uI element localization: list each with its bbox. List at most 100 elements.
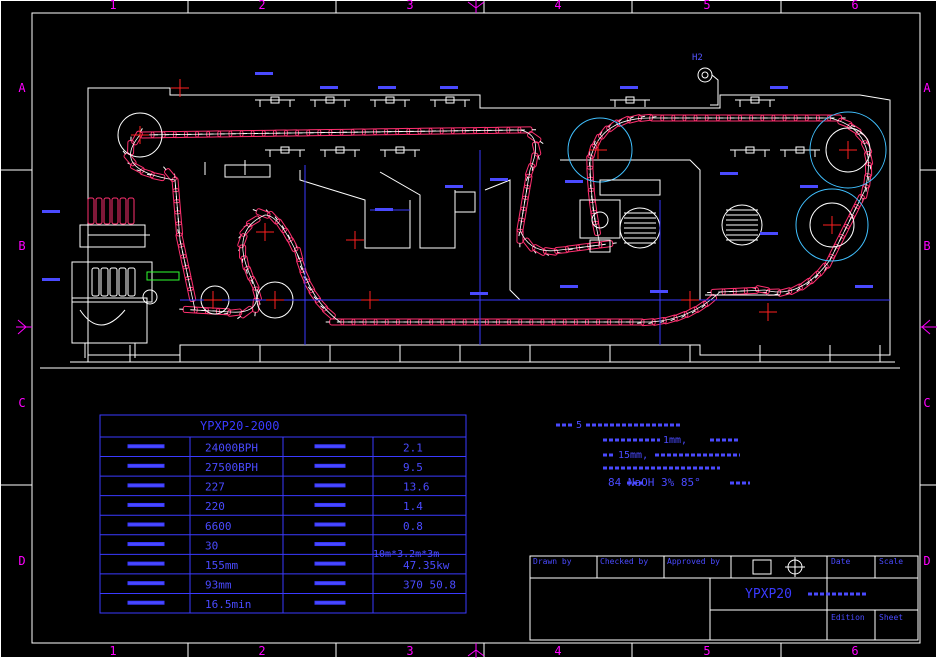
machine-legs bbox=[83, 345, 885, 363]
grid-row-labels-right: A B C D bbox=[923, 81, 931, 568]
component-callouts bbox=[42, 72, 873, 295]
callout-glyph bbox=[490, 178, 508, 181]
grid-row-label: B bbox=[18, 239, 25, 253]
spray-valve bbox=[325, 96, 335, 104]
grid-row-label: D bbox=[923, 554, 930, 568]
spec-value-2: 1.4 bbox=[403, 500, 423, 513]
grid-row-label: A bbox=[923, 81, 931, 95]
center-crosshairs bbox=[131, 79, 857, 321]
grid-column-labels-top: 1 2 3 4 5 6 bbox=[109, 0, 858, 12]
h2-label: H2 bbox=[692, 53, 703, 63]
water-level-lines bbox=[180, 150, 890, 345]
chain-bottle-pocket bbox=[237, 305, 254, 320]
grid-col-label: 4 bbox=[554, 0, 561, 12]
bottle-neck bbox=[593, 140, 596, 145]
callout-glyph bbox=[440, 86, 458, 89]
callout-glyph bbox=[720, 172, 738, 175]
spray-headers bbox=[255, 96, 820, 157]
grid-column-labels-bottom: 1 2 3 4 5 6 bbox=[109, 644, 858, 658]
crate-bottle bbox=[103, 197, 111, 225]
callout-glyph bbox=[770, 86, 788, 89]
callout-glyph bbox=[560, 285, 578, 288]
cyan-arcs bbox=[567, 111, 887, 262]
callout-glyph bbox=[855, 285, 873, 288]
spec-value-2: 0.8 bbox=[403, 520, 423, 533]
grid-col-label: 2 bbox=[258, 644, 265, 658]
crate-bottle bbox=[127, 267, 136, 297]
spec-value-1: 220 bbox=[205, 500, 225, 513]
bottle-neck bbox=[681, 315, 686, 318]
spec-param-label-glyphs bbox=[127, 483, 165, 488]
drawing-title: YPXP20 bbox=[745, 587, 792, 602]
chain-bottle-pocket bbox=[796, 277, 813, 292]
grid-row-label: D bbox=[18, 554, 25, 568]
spray-valve bbox=[270, 96, 280, 104]
filter-drum bbox=[721, 204, 763, 246]
spec-value-2: 13.6 bbox=[403, 481, 430, 494]
bottle-outline bbox=[598, 240, 614, 249]
spec-param-label-glyphs bbox=[127, 561, 165, 566]
crate-bottle bbox=[95, 197, 103, 225]
soak-tanks bbox=[204, 159, 701, 301]
spray-valve bbox=[625, 96, 635, 104]
spec-value-1: 16.5min bbox=[205, 598, 251, 611]
note-line-3: 15mm, bbox=[618, 450, 648, 461]
bottle-neck bbox=[531, 166, 534, 171]
spec-param-label-glyphs bbox=[314, 444, 346, 449]
drawn-by-label: Drawn by bbox=[533, 557, 572, 566]
grid-col-label: 2 bbox=[258, 0, 265, 12]
callout-glyph bbox=[445, 185, 463, 188]
spray-valve bbox=[745, 146, 755, 154]
spec-value-2: 2.1 bbox=[403, 442, 423, 455]
bottle-neck bbox=[648, 322, 653, 324]
grid-col-label: 3 bbox=[406, 644, 413, 658]
callout-glyph bbox=[320, 86, 338, 89]
spec-param-label-glyphs bbox=[314, 581, 346, 586]
bottle-neck bbox=[670, 318, 675, 322]
spec-param-label-glyphs bbox=[314, 561, 346, 566]
date-label: Date bbox=[831, 557, 850, 566]
bottle-neck bbox=[287, 234, 291, 239]
spray-valve bbox=[385, 96, 395, 104]
note-line-1: 5 bbox=[576, 420, 582, 431]
left-loading-station bbox=[71, 224, 153, 358]
scale-label: Scale bbox=[879, 557, 903, 566]
spec-param-label-glyphs bbox=[127, 522, 165, 527]
note-line-5: 84 NaOH 3% 85° bbox=[608, 476, 701, 489]
callout-glyph bbox=[650, 290, 668, 293]
bottle-neck bbox=[824, 267, 827, 272]
bottle-neck bbox=[307, 286, 312, 291]
bottle-neck bbox=[313, 296, 318, 300]
bottle-neck bbox=[136, 169, 141, 172]
bottle-neck bbox=[539, 140, 544, 145]
chain-sprocket-wheels bbox=[117, 112, 871, 319]
grid-row-label: B bbox=[923, 239, 930, 253]
incoming-bottle-crate-2 bbox=[91, 267, 136, 297]
incoming-bottle-crate-1 bbox=[87, 197, 135, 225]
bottle-neck bbox=[246, 269, 248, 274]
bottle-neck bbox=[252, 209, 257, 212]
callout-glyph bbox=[255, 72, 273, 75]
bottle-neck bbox=[250, 279, 254, 284]
spec-value-1: 155mm bbox=[205, 559, 238, 572]
crate-bottle bbox=[91, 267, 100, 297]
grid-col-label: 6 bbox=[851, 0, 858, 12]
grid-row-label: C bbox=[18, 396, 25, 410]
grid-col-label: 4 bbox=[554, 644, 561, 658]
note-chinese-glyph-lines bbox=[556, 423, 750, 485]
spray-valve bbox=[335, 146, 345, 154]
spec-param-label-glyphs bbox=[127, 463, 165, 468]
bottle-neck bbox=[599, 131, 603, 136]
spec-dimensions: 10m*3.2m*3m bbox=[373, 549, 439, 560]
spray-valve bbox=[445, 96, 455, 104]
inner-frame bbox=[31, 12, 921, 644]
approved-by-label: Approved by bbox=[667, 557, 720, 566]
spec-param-label-glyphs bbox=[127, 581, 165, 586]
spec-param-label-glyphs bbox=[314, 483, 346, 488]
spec-param-label-glyphs bbox=[314, 542, 346, 547]
grid-row-labels-left: A B C D bbox=[18, 81, 26, 568]
feeder-wheel bbox=[142, 289, 158, 305]
bottle-neck bbox=[281, 225, 285, 230]
spec-value-1: 6600 bbox=[205, 520, 232, 533]
